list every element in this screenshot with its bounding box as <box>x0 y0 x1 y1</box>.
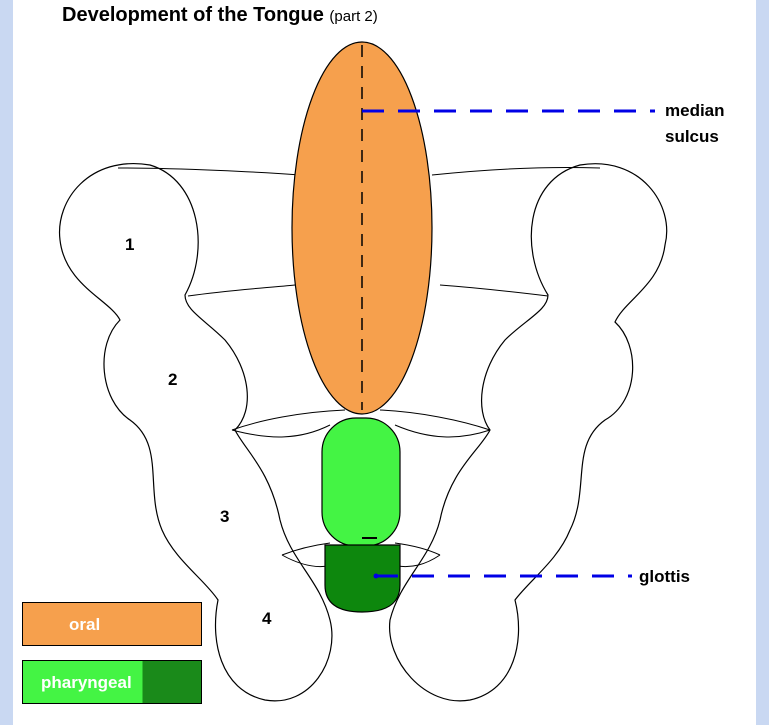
membrane-mid-right <box>440 285 548 296</box>
median-sulcus-label-line2: sulcus <box>665 127 719 146</box>
arch-number-4: 4 <box>262 609 272 628</box>
glottis-region <box>325 545 400 612</box>
arch-number-1: 1 <box>125 235 134 254</box>
membrane-low-left <box>232 410 345 430</box>
membrane-low-left-2 <box>232 425 330 437</box>
membrane-mid-left <box>188 285 295 296</box>
membrane-low-right <box>380 410 490 430</box>
glottis-point <box>374 574 379 579</box>
legend-oral-label: oral <box>69 615 100 635</box>
arch-number-3: 3 <box>220 507 229 526</box>
legend-oral: oral <box>22 602 202 646</box>
pharyngeal-tongue <box>322 418 400 546</box>
legend-pharyngeal: pharyngeal <box>22 660 202 704</box>
arch-number-2: 2 <box>168 370 177 389</box>
legend-pharyngeal-label: pharyngeal <box>41 673 132 693</box>
median-sulcus-label-line1: median <box>665 101 725 120</box>
glottis-label: glottis <box>639 567 690 586</box>
membrane-low-right-2 <box>395 425 490 437</box>
